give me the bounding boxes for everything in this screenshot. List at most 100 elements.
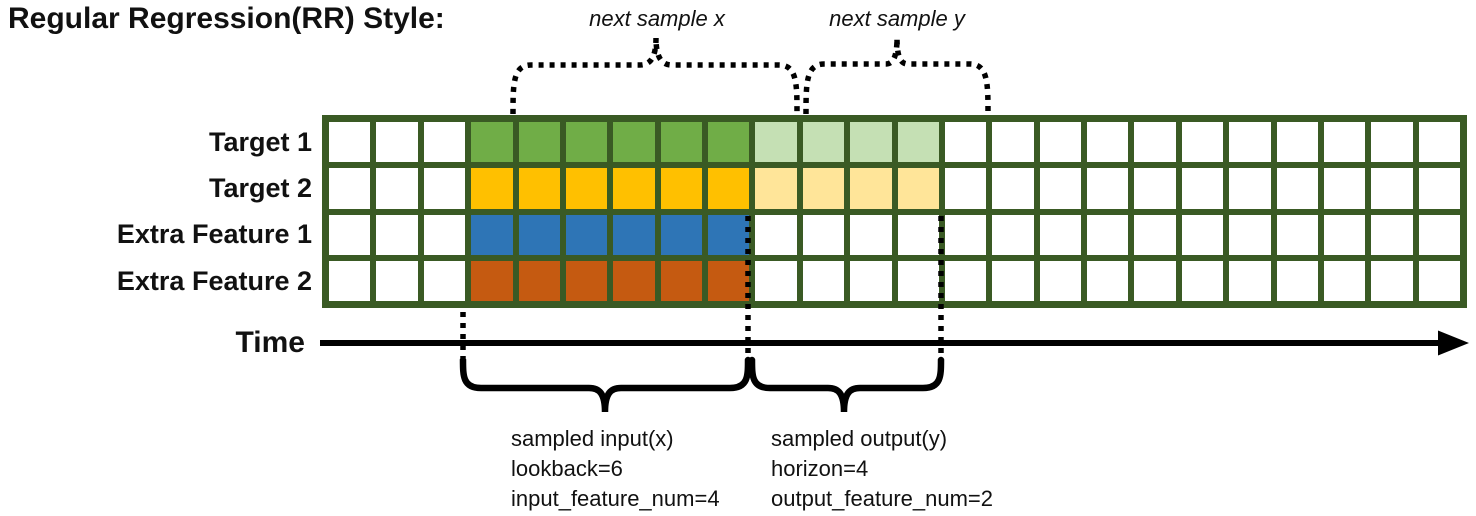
grid-cell: [1371, 168, 1413, 209]
grid-cell: [1276, 214, 1318, 255]
grid-cell: [660, 168, 702, 209]
grid-cell: [1229, 214, 1271, 255]
grid-cell: [1323, 260, 1366, 301]
grid-cell: [802, 168, 845, 209]
grid-cell: [518, 168, 560, 209]
grid-cell: [471, 260, 513, 301]
grid-cell: [423, 260, 466, 301]
time-axis-label: Time: [235, 326, 305, 359]
grid-cell: [755, 168, 797, 209]
grid-cell: [423, 168, 466, 209]
grid-cell: [1371, 122, 1413, 163]
grid-cell: [1134, 168, 1176, 209]
grid-cell: [1087, 168, 1129, 209]
sampled-input-annotation: sampled input(x) lookback=6 input_featur…: [511, 424, 720, 514]
grid-cell: [329, 260, 371, 301]
grid-cell: [423, 214, 466, 255]
grid-cell: [1323, 122, 1366, 163]
annotation-line: sampled output(y): [771, 426, 948, 451]
grid-cell: [992, 260, 1034, 301]
grid-cell: [660, 214, 702, 255]
grid-cell: [1418, 260, 1460, 301]
grid-cell: [518, 260, 560, 301]
grid-cell: [1087, 260, 1129, 301]
grid-cell: [708, 122, 750, 163]
grid-cell: [1181, 214, 1224, 255]
time-arrow-icon: [320, 330, 1469, 356]
grid-cell: [850, 260, 892, 301]
grid-cell: [376, 260, 418, 301]
next-sample-x-label: next sample x: [589, 6, 725, 31]
grid-cell: [1039, 168, 1081, 209]
grid-cell: [1134, 260, 1176, 301]
grid-cell: [992, 122, 1034, 163]
grid-cell: [613, 260, 655, 301]
grid-cell: [1323, 214, 1366, 255]
grid-cell: [708, 168, 750, 209]
grid-cell: [471, 168, 513, 209]
grid-cell: [423, 122, 466, 163]
grid-cell: [755, 214, 797, 255]
diagram-title: Regular Regression(RR) Style:: [8, 2, 445, 35]
grid-cell: [329, 214, 371, 255]
grid-cell: [1181, 168, 1224, 209]
grid-cell: [329, 122, 371, 163]
annotation-line: sampled input(x): [511, 426, 674, 451]
grid-cell: [1087, 214, 1129, 255]
next-sample-x-brace-icon: [510, 37, 800, 115]
grid-cell: [850, 168, 892, 209]
grid-cell: [1087, 122, 1129, 163]
next-sample-y-brace-icon: [803, 37, 991, 115]
grid-cell: [1276, 260, 1318, 301]
grid-cell: [1039, 122, 1081, 163]
grid-cell: [708, 260, 750, 301]
annotation-line: lookback=6: [511, 456, 623, 481]
grid-cell: [1229, 122, 1271, 163]
row-label-extra-feature-2: Extra Feature 2: [116, 266, 312, 296]
grid-cell: [1418, 168, 1460, 209]
grid-cell: [802, 122, 845, 163]
row-label-target-2: Target 2: [208, 173, 312, 203]
grid-cell: [1181, 122, 1224, 163]
grid-cell: [802, 214, 845, 255]
grid-cell: [992, 214, 1034, 255]
grid-cell: [660, 260, 702, 301]
grid-cell: [708, 214, 750, 255]
grid-cell: [992, 168, 1034, 209]
grid-cell: [802, 260, 845, 301]
grid-cell: [613, 122, 655, 163]
grid-cell: [850, 122, 892, 163]
grid-cell: [1276, 168, 1318, 209]
grid-cell: [755, 260, 797, 301]
row-label-extra-feature-1: Extra Feature 1: [116, 219, 312, 249]
grid-cell: [897, 214, 939, 255]
grid-cell: [565, 260, 608, 301]
grid-cell: [944, 122, 987, 163]
grid-cell: [1134, 214, 1176, 255]
grid-cell: [897, 122, 939, 163]
next-sample-y-label: next sample y: [829, 6, 965, 31]
grid-cell: [944, 168, 987, 209]
annotation-line: output_feature_num=2: [771, 486, 994, 511]
grid-cell: [660, 122, 702, 163]
grid-cell: [613, 214, 655, 255]
grid-cell: [1181, 260, 1224, 301]
grid-cell: [1134, 122, 1176, 163]
grid-cell: [1276, 122, 1318, 163]
grid-cell: [518, 214, 560, 255]
row-label-target-1: Target 1: [208, 127, 312, 157]
grid-cell: [613, 168, 655, 209]
grid-cell: [329, 168, 371, 209]
grid-cell: [1418, 122, 1460, 163]
grid-cell: [376, 122, 418, 163]
grid-cell: [897, 260, 939, 301]
sampled-output-brace-icon: [748, 356, 945, 413]
grid-cell: [565, 214, 608, 255]
grid-cell: [1418, 214, 1460, 255]
annotation-line: horizon=4: [771, 456, 869, 481]
grid-cell: [850, 214, 892, 255]
grid-cell: [1323, 168, 1366, 209]
grid-cell: [471, 122, 513, 163]
grid-cell: [1371, 214, 1413, 255]
grid-cell: [944, 214, 987, 255]
